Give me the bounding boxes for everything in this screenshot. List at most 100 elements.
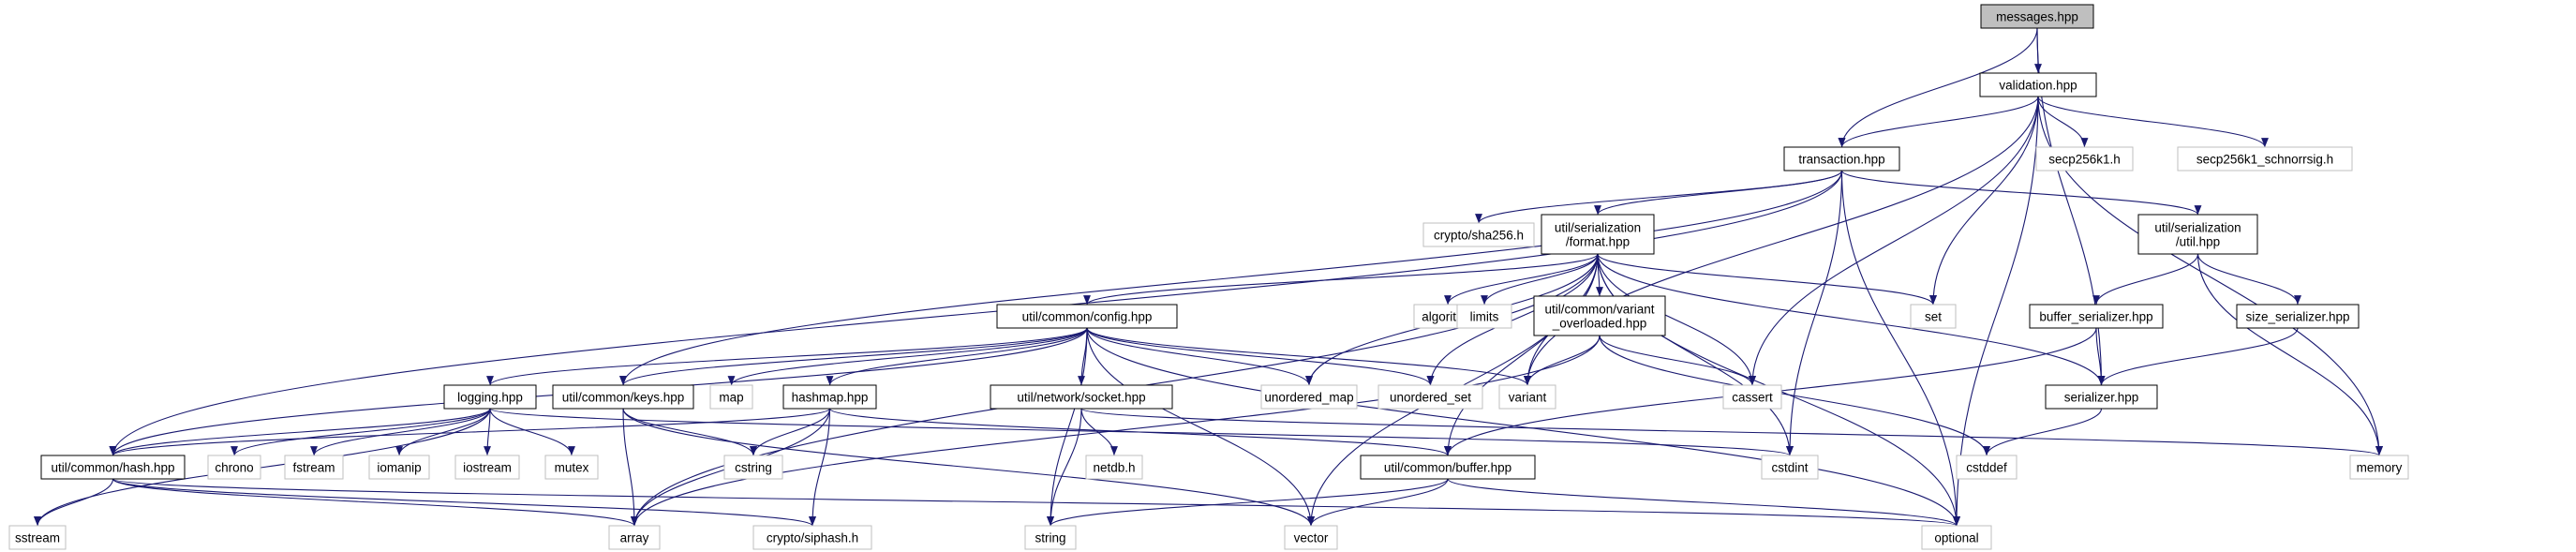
node-cstring: cstring bbox=[723, 455, 783, 480]
node-cassert: cassert bbox=[1722, 384, 1782, 410]
node-memory: memory bbox=[2349, 455, 2409, 480]
node-label-variant_ovl-line-1: util/common/variant bbox=[1544, 303, 1654, 317]
node-logging[interactable]: logging.hpp bbox=[443, 384, 537, 410]
node-label-serutil-line-2: /util.hpp bbox=[2176, 235, 2220, 249]
node-serutil[interactable]: util/serialization/util.hpp bbox=[2137, 214, 2258, 255]
node-iomanip: iomanip bbox=[368, 455, 430, 480]
edge-size_ser-to-serializer bbox=[2097, 327, 2299, 386]
node-label-mutex: mutex bbox=[555, 461, 589, 475]
node-unordered_set: unordered_set bbox=[1377, 384, 1483, 410]
node-label-hash: util/common/hash.hpp bbox=[51, 461, 174, 475]
node-box-cstddef bbox=[1956, 455, 2018, 480]
node-validation[interactable]: validation.hpp bbox=[1979, 72, 2097, 97]
node-box-keys bbox=[552, 384, 694, 410]
node-vector: vector bbox=[1284, 525, 1338, 550]
node-label-hashmap: hashmap.hpp bbox=[792, 391, 869, 405]
edge-format-to-cassert bbox=[1597, 253, 1756, 386]
edge-socket-to-memory bbox=[1080, 408, 2383, 456]
node-buffer_ser[interactable]: buffer_serializer.hpp bbox=[2029, 304, 2164, 329]
node-box-hash bbox=[40, 455, 186, 480]
node-box-netdb bbox=[1085, 455, 1143, 480]
node-buffer[interactable]: util/common/buffer.hpp bbox=[1360, 455, 1536, 480]
node-label-sstream: sstream bbox=[15, 531, 60, 545]
edge-logging-to-chrono bbox=[231, 408, 491, 456]
node-box-secp256k1 bbox=[2035, 146, 2134, 172]
node-box-transaction bbox=[1783, 146, 1900, 172]
node-label-cstdint: cstdint bbox=[1771, 461, 1808, 475]
node-config[interactable]: util/common/config.hpp bbox=[996, 304, 1178, 329]
edge-transaction-to-optional bbox=[1840, 170, 1960, 527]
node-hash[interactable]: util/common/hash.hpp bbox=[40, 455, 186, 480]
node-sstream: sstream bbox=[8, 525, 67, 550]
edge-transaction-to-format bbox=[1594, 170, 1843, 216]
node-iostream: iostream bbox=[454, 455, 520, 480]
node-label-set: set bbox=[1925, 310, 1942, 324]
edge-format-to-unordered_set bbox=[1426, 253, 1599, 386]
node-label-iomanip: iomanip bbox=[377, 461, 421, 475]
node-box-cstdint bbox=[1761, 455, 1819, 480]
edge-config-to-socket bbox=[1078, 327, 1088, 386]
node-schnorrsig: secp256k1_schnorrsig.h bbox=[2177, 146, 2353, 172]
node-label-buffer: util/common/buffer.hpp bbox=[1384, 461, 1511, 475]
node-messages[interactable]: messages.hpp bbox=[1980, 4, 2094, 29]
node-box-fstream bbox=[284, 455, 344, 480]
edge-logging-to-iomanip bbox=[395, 408, 491, 456]
node-box-sstream bbox=[8, 525, 67, 550]
node-box-sha256 bbox=[1422, 222, 1535, 247]
node-label-format-line-1: util/serialization bbox=[1555, 221, 1641, 235]
node-box-set bbox=[1910, 304, 1957, 329]
edge-format-to-cstdint bbox=[1597, 253, 1794, 456]
node-hashmap[interactable]: hashmap.hpp bbox=[782, 384, 877, 410]
edge-validation-to-schnorrsig bbox=[2037, 96, 2269, 148]
node-box-cassert bbox=[1722, 384, 1782, 410]
node-box-variant bbox=[1498, 384, 1556, 410]
edge-validation-to-cassert bbox=[1749, 96, 2039, 386]
node-limits: limits bbox=[1456, 304, 1512, 329]
node-transaction[interactable]: transaction.hpp bbox=[1783, 146, 1900, 172]
node-sha256: crypto/sha256.h bbox=[1422, 222, 1535, 247]
node-label-sha256: crypto/sha256.h bbox=[1434, 229, 1524, 243]
node-box-buffer bbox=[1360, 455, 1536, 480]
node-label-chrono: chrono bbox=[215, 461, 253, 475]
node-label-validation: validation.hpp bbox=[1999, 79, 2077, 93]
node-serializer[interactable]: serializer.hpp bbox=[2045, 384, 2158, 410]
node-box-validation bbox=[1979, 72, 2097, 97]
node-box-socket bbox=[990, 384, 1173, 410]
edge-buffer-to-optional bbox=[1447, 478, 1960, 527]
edge-hashmap-to-hash bbox=[109, 408, 831, 456]
node-mutex: mutex bbox=[544, 455, 599, 480]
node-label-config: util/common/config.hpp bbox=[1022, 310, 1153, 324]
edge-hash-to-array bbox=[112, 478, 638, 527]
edge-hash-to-siphash bbox=[112, 478, 816, 527]
node-array: array bbox=[608, 525, 661, 550]
node-label-cassert: cassert bbox=[1732, 391, 1773, 405]
edge-format-to-config bbox=[1083, 253, 1599, 306]
edge-keys-to-cstring bbox=[622, 408, 757, 456]
edge-logging-to-sstream bbox=[34, 408, 491, 527]
node-label-unordered_map: unordered_map bbox=[1264, 391, 1353, 405]
edge-format-to-buffer bbox=[1444, 253, 1599, 456]
edge-config-to-map bbox=[727, 327, 1088, 386]
edge-messages-to-transaction bbox=[1838, 27, 2038, 148]
node-variant_ovl[interactable]: util/common/variant_overloaded.hpp bbox=[1533, 295, 1666, 336]
node-label-format-line-2: /format.hpp bbox=[1566, 235, 1630, 249]
node-label-logging: logging.hpp bbox=[457, 391, 523, 405]
edge-socket-to-string bbox=[1047, 408, 1082, 527]
node-box-messages bbox=[1980, 4, 2094, 29]
edge-validation-to-optional bbox=[1953, 96, 2039, 527]
node-label-messages: messages.hpp bbox=[1996, 10, 2078, 24]
node-set: set bbox=[1910, 304, 1957, 329]
node-socket[interactable]: util/network/socket.hpp bbox=[990, 384, 1173, 410]
node-format[interactable]: util/serialization/format.hpp bbox=[1541, 214, 1655, 255]
node-label-vector: vector bbox=[1294, 531, 1329, 545]
node-box-vector bbox=[1284, 525, 1338, 550]
node-label-buffer_ser: buffer_serializer.hpp bbox=[2039, 310, 2152, 324]
edge-buffer-to-vector bbox=[1307, 478, 1449, 527]
edge-serializer-to-cstddef bbox=[1983, 408, 2103, 456]
node-size_ser[interactable]: size_serializer.hpp bbox=[2236, 304, 2360, 329]
edge-transaction-to-cstdint bbox=[1786, 170, 1843, 456]
node-label-schnorrsig: secp256k1_schnorrsig.h bbox=[2196, 153, 2333, 167]
edge-validation-to-transaction bbox=[1838, 96, 2039, 148]
node-keys[interactable]: util/common/keys.hpp bbox=[552, 384, 694, 410]
node-label-cstring: cstring bbox=[735, 461, 772, 475]
